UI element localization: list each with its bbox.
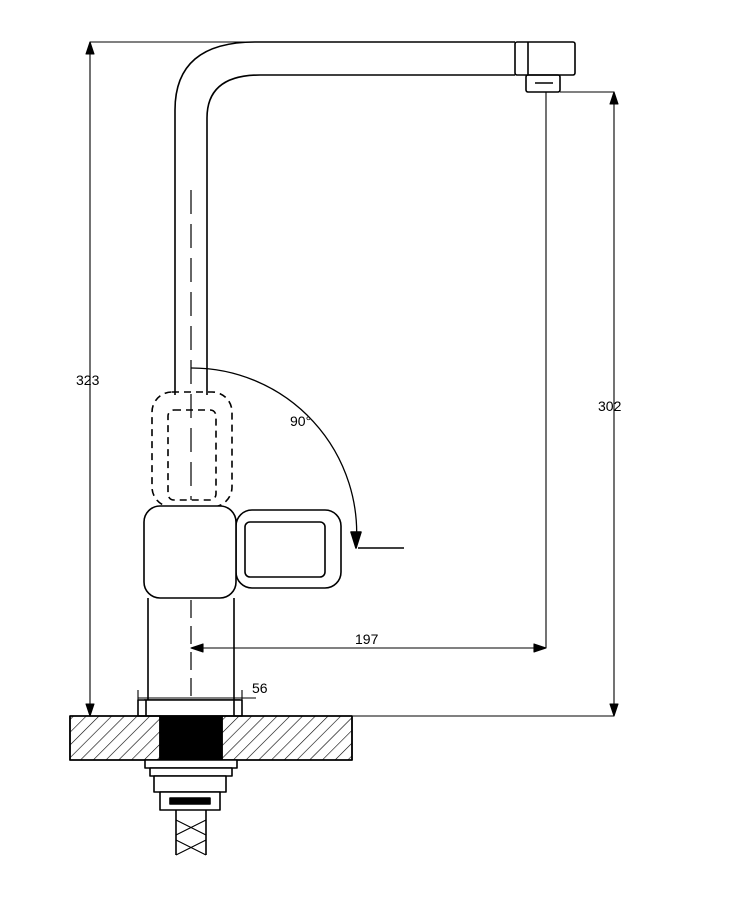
spout bbox=[174, 41, 515, 500]
spout-height-label: 302 bbox=[598, 398, 622, 414]
base-diameter-label: 56 bbox=[252, 680, 268, 696]
handle-rotation-label: 90° bbox=[290, 413, 311, 429]
dimension-lines bbox=[85, 41, 619, 717]
handle-horizontal bbox=[235, 509, 342, 589]
rotation-arc bbox=[190, 367, 404, 549]
base-flange bbox=[137, 699, 243, 717]
handle-upright-dashed bbox=[151, 391, 233, 508]
mounting-shank bbox=[144, 715, 238, 856]
aerator bbox=[514, 41, 576, 93]
valve-body bbox=[143, 505, 240, 701]
total-height-label: 323 bbox=[76, 372, 100, 388]
spout-reach-label: 197 bbox=[355, 631, 379, 647]
